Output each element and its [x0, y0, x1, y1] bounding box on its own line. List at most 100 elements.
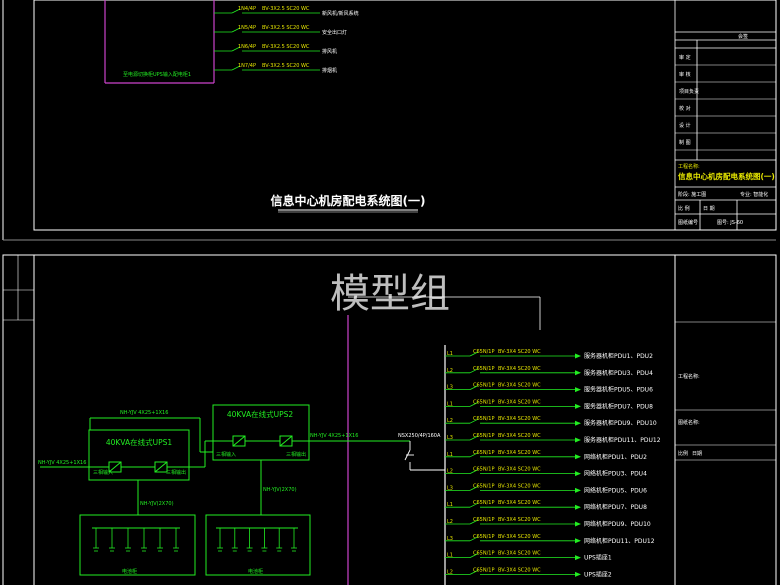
cable-top: NH-YJV 4X25+1X16	[120, 410, 168, 416]
output-breaker-symbol	[469, 435, 479, 441]
output-breaker-symbol	[469, 368, 479, 374]
output-breaker-code: C65N/1P	[473, 433, 494, 439]
output-load-label: UPS插座1	[584, 554, 612, 562]
output-breaker-code: C65N/1P	[473, 399, 494, 405]
output-breaker-symbol	[469, 418, 479, 424]
cable-bat2: NH-YJV(2X70)	[263, 487, 297, 493]
output-cable-code: BV-3X4 SC20 WC	[498, 517, 541, 523]
sheet1-drawing-title: 信息中心机房配电系统图(一)	[271, 193, 426, 208]
output-arrow	[575, 538, 581, 544]
battery1-label: 电池柜	[122, 568, 137, 575]
output-arrow	[575, 387, 581, 393]
output-cable-code: BV-3X4 SC20 WC	[498, 433, 541, 439]
output-load-label: 网络机柜PDU11、PDU12	[584, 537, 655, 545]
output-load-label: 网络机柜PDU7、PDU8	[584, 503, 647, 511]
sheet1-breaker-symbol	[231, 46, 241, 52]
output-breaker-symbol	[469, 385, 479, 390]
tb1-number-label: 图号: JS-60	[717, 220, 743, 226]
sheet1-breaker-symbol	[231, 27, 241, 33]
ups2-in-label: 三相输入	[216, 451, 236, 458]
sheet1-feeder-note: 至电源切换柜UPS输入配电柜1	[123, 71, 191, 78]
ups1-title: 40KVA在线式UPS1	[106, 437, 173, 447]
sheet1-circuit-load: 排烟机	[322, 67, 337, 74]
output-load-label: 网络机柜PDU9、PDU10	[584, 520, 651, 528]
output-arrow	[575, 353, 581, 359]
sheet1-circuit-cable: BV-3X2.5 SC20 WC	[262, 44, 310, 50]
sheet1-title-rows	[675, 64, 776, 151]
output-arrow	[575, 487, 581, 493]
output-cable-code: BV-3X4 SC20 WC	[498, 567, 541, 573]
output-breaker-symbol	[469, 519, 479, 525]
output-cable-code: BV-3X4 SC20 WC	[498, 383, 541, 389]
output-cable-code: BV-3X4 SC20 WC	[498, 534, 541, 540]
ups2-out-label: 三相输出	[286, 451, 306, 458]
output-breaker-symbol	[469, 452, 479, 458]
output-load-label: 网络机柜PDU3、PDU4	[584, 470, 647, 478]
output-breaker-symbol	[469, 536, 479, 542]
output-breaker-code: C65N/1P	[473, 383, 494, 389]
sheet1-circuit-cable: BV-3X2.5 SC20 WC	[262, 6, 310, 12]
output-load-label: 网络机柜PDU5、PDU6	[584, 486, 647, 494]
output-phase-tag: L2	[447, 418, 453, 424]
output-cable-code: BV-3X4 SC20 WC	[498, 500, 541, 506]
cable-in: NH-YJV 4X25+1X16	[38, 460, 86, 466]
output-phase-tag: L3	[447, 385, 453, 391]
output-arrow	[575, 454, 581, 460]
output-breaker-symbol	[469, 553, 479, 558]
output-arrow	[575, 504, 581, 510]
sheet1-circuit-load: 排风机	[322, 48, 337, 55]
battery1-cabinet	[79, 514, 196, 576]
output-breaker-code: C65N/1P	[473, 483, 494, 489]
output-phase-tag: L3	[447, 536, 453, 542]
output-cable-code: BV-3X4 SC20 WC	[498, 366, 541, 372]
output-breaker-symbol	[469, 351, 479, 357]
sheet1-breaker-symbol	[231, 8, 241, 14]
tb1-phase-label: 阶段: 施工图	[678, 191, 706, 198]
output-phase-tag: L1	[447, 452, 453, 458]
output-load-label: 网络机柜PDU1、PDU2	[584, 453, 647, 461]
ups-system	[40, 404, 410, 576]
sheet1-circuit-load: 安全出口灯	[322, 29, 347, 36]
tb1-scale-label: 比 例	[678, 205, 690, 212]
output-cable-code: BV-3X4 SC20 WC	[498, 483, 541, 489]
tb1-major-label: 专业: 智能化	[740, 191, 768, 198]
tb2-scale-label: 比例	[678, 450, 688, 457]
sheet1-circuits	[104, 0, 215, 84]
tb1-drawing-name: 信息中心机房配电系统图(一)	[678, 171, 775, 181]
battery2-label: 电池柜	[248, 568, 263, 575]
sign-header: 会签	[738, 33, 748, 40]
output-breaker-code: C65N/1P	[473, 551, 494, 557]
output-arrow	[575, 370, 581, 376]
sheet1-breaker-symbol	[231, 65, 241, 71]
output-arrow	[575, 471, 581, 477]
output-phase-tag: L2	[447, 469, 453, 475]
sheet1-circuit-code: 1N5/4P	[238, 25, 256, 31]
tb1-no-label: 图纸编号	[678, 219, 698, 226]
ups1-in-label: 三相输入	[93, 469, 113, 476]
ups1-out-label: 三相输出	[166, 469, 186, 476]
output-phase-tag: L2	[447, 569, 453, 575]
sheet1-circuit-code: 1N7/4P	[238, 63, 256, 69]
output-load-label: 服务器机柜PDU9、PDU10	[584, 419, 657, 427]
battery-cells	[93, 528, 297, 552]
output-load-label: 服务器机柜PDU1、PDU2	[584, 352, 653, 360]
ups1-box	[88, 429, 190, 481]
sheet1-circuit-code: 1N4/4P	[238, 6, 256, 12]
tb1-row-label: 制 图	[679, 139, 691, 146]
output-breaker-symbol	[469, 402, 479, 407]
tb1-row-label: 校 对	[679, 105, 691, 112]
output-phase-tag: L1	[447, 351, 453, 357]
sheet1-circuit-cable: BV-3X2.5 SC20 WC	[262, 25, 310, 31]
main-breaker-label: NSX250/4P/160A	[398, 433, 441, 439]
output-arrow	[575, 571, 581, 577]
output-cable-code: BV-3X4 SC20 WC	[498, 551, 541, 557]
tb1-project-label: 工程名称:	[678, 163, 700, 170]
output-breaker-symbol	[469, 502, 479, 508]
sheet2-frame	[2, 254, 777, 585]
output-phase-tag: L1	[447, 553, 453, 559]
ups2-title: 40KVA在线式UPS2	[227, 409, 294, 419]
output-breaker-symbol	[469, 486, 479, 491]
cable-bat1: NH-YJV(2X70)	[140, 501, 174, 507]
battery2-cabinet	[205, 514, 311, 576]
